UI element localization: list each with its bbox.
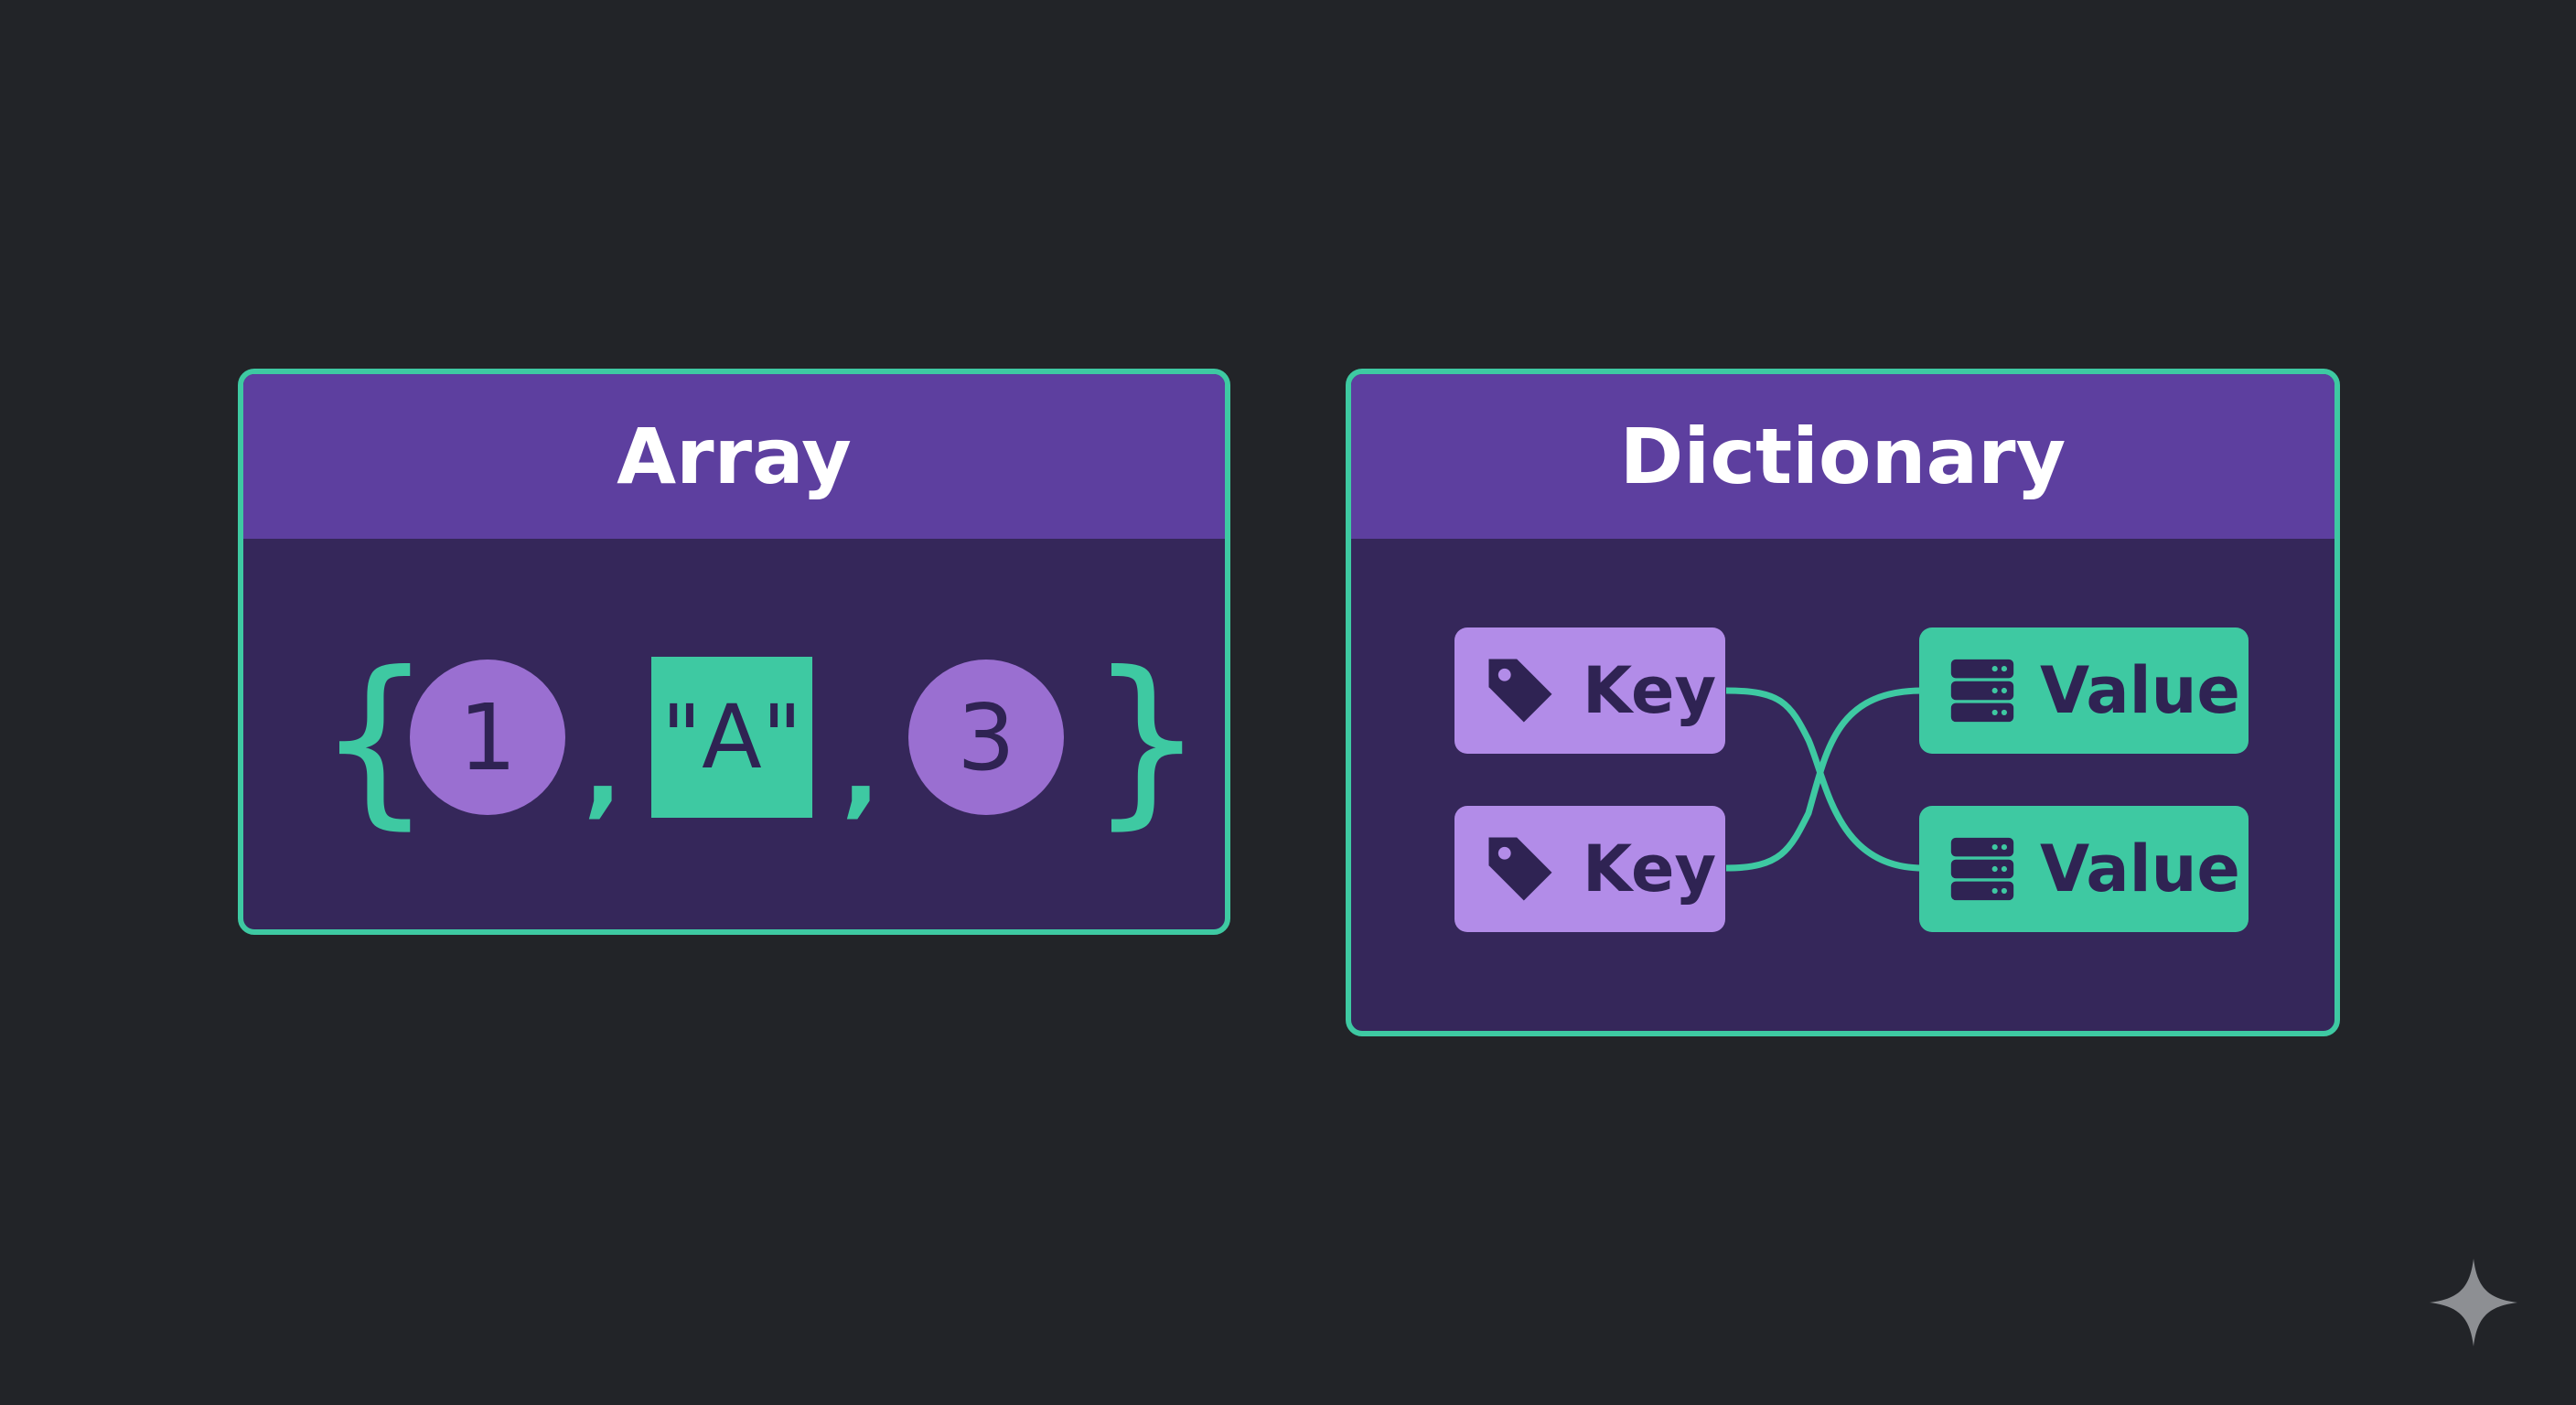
- dictionary-title: Dictionary: [1351, 374, 2334, 539]
- tag-icon: [1488, 659, 1552, 723]
- dictionary-key-chip: Key: [1454, 627, 1725, 754]
- array-separator: ,: [842, 712, 880, 829]
- dictionary-key-chip: Key: [1454, 806, 1725, 932]
- key-value-connectors: [1725, 687, 1924, 872]
- tag-icon: [1488, 837, 1552, 901]
- server-stack-icon: [1950, 837, 2014, 901]
- array-element-number-3: 3: [908, 660, 1064, 815]
- dictionary-value-label: Value: [2040, 653, 2240, 728]
- connector-line: [1725, 687, 1924, 872]
- array-card: Array { 1 , "A" , 3 }: [238, 369, 1230, 935]
- dictionary-value-chip: Value: [1919, 627, 2249, 754]
- array-separator: ,: [584, 712, 622, 829]
- server-stack-icon: [1950, 659, 2014, 723]
- connector-line: [1725, 687, 1924, 872]
- array-element-string-a: "A": [651, 657, 812, 818]
- close-brace: }: [1089, 633, 1206, 846]
- array-element-number-1: 1: [410, 660, 565, 815]
- sparkle-icon: [2430, 1259, 2517, 1346]
- dictionary-value-label: Value: [2040, 831, 2240, 906]
- array-title: Array: [243, 374, 1225, 539]
- dictionary-key-label: Key: [1583, 831, 1717, 906]
- dictionary-value-chip: Value: [1919, 806, 2249, 932]
- dictionary-card: Dictionary Key Key Value: [1346, 369, 2340, 1036]
- dictionary-key-label: Key: [1583, 653, 1717, 728]
